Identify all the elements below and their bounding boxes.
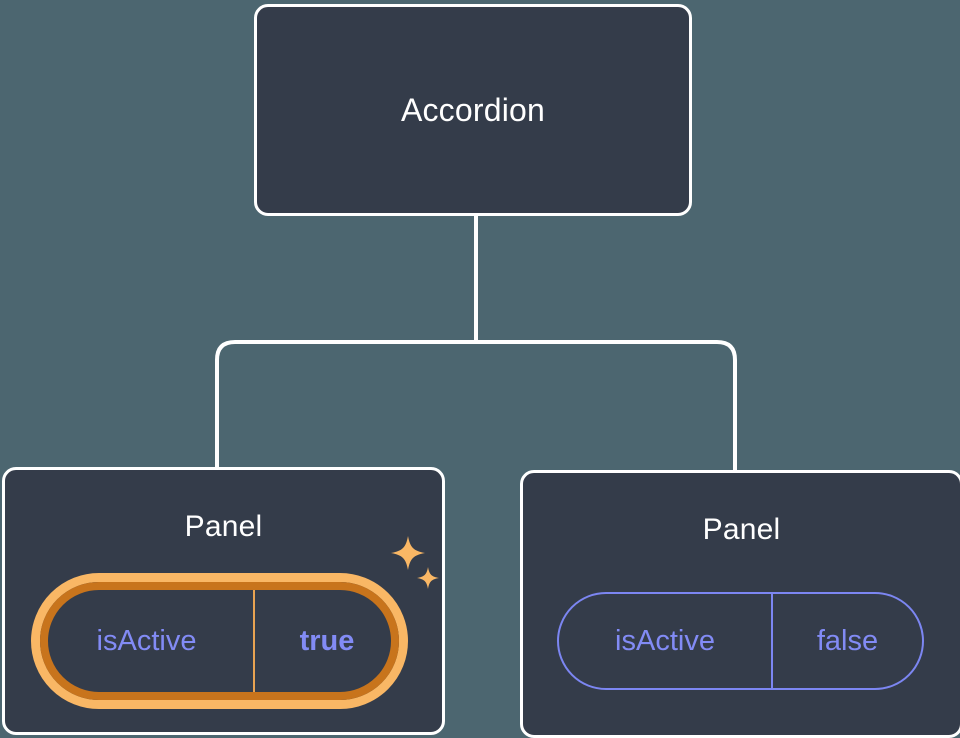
connector-branch-bus bbox=[215, 340, 737, 470]
prop-key-label: isActive bbox=[40, 582, 255, 700]
prop-key-label: isActive bbox=[559, 594, 773, 688]
node-panel-inactive-label: Panel bbox=[702, 513, 781, 546]
node-accordion-label: Accordion bbox=[400, 92, 546, 128]
prop-pill-isactive-false[interactable]: isActive false bbox=[557, 592, 924, 690]
node-accordion[interactable]: Accordion bbox=[254, 4, 692, 216]
prop-value-label: false bbox=[816, 624, 879, 657]
node-panel-active-label: Panel bbox=[184, 510, 263, 543]
prop-pill-isactive-true[interactable]: isActive true bbox=[31, 573, 408, 709]
prop-value-label: true bbox=[299, 624, 355, 657]
